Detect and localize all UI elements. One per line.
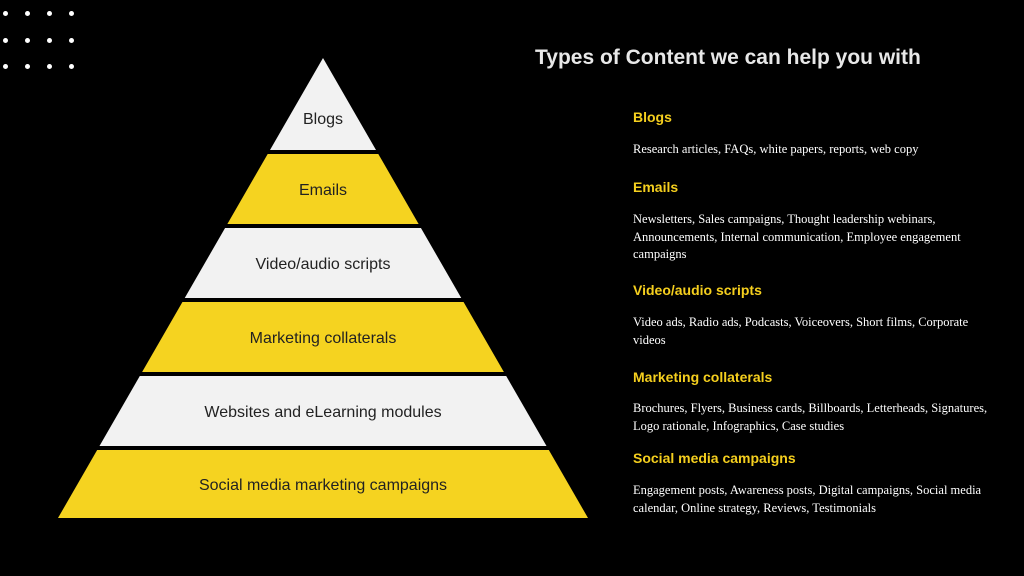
- decorative-dot: [46, 37, 52, 43]
- pyramid-tier-social-media-campaigns: [58, 450, 588, 518]
- item-title-blogs: Blogs: [633, 109, 672, 125]
- pyramid-label-social-media-campaigns: Social media marketing campaigns: [199, 477, 447, 494]
- decorative-dot: [2, 10, 8, 16]
- pyramid-label-marketing-collaterals: Marketing collaterals: [250, 330, 397, 347]
- pyramid-label-blogs: Blogs: [303, 111, 343, 128]
- item-description-marketing-collaterals: Brochures, Flyers, Business cards, Billb…: [633, 401, 988, 433]
- decorative-dot: [68, 37, 74, 43]
- item-title-video-audio-scripts: Video/audio scripts: [633, 282, 762, 298]
- decorative-dot: [2, 37, 8, 43]
- item-title-emails: Emails: [633, 179, 679, 195]
- decorative-dot: [46, 10, 52, 16]
- decorative-dot: [46, 63, 52, 69]
- decorative-dot: [24, 63, 30, 69]
- item-title-marketing-collaterals: Marketing collaterals: [633, 369, 773, 385]
- pyramid-tier-websites-elearning: [99, 376, 547, 446]
- item-title-social-media-campaigns: Social media campaigns: [633, 450, 796, 466]
- pyramid-tier-video-audio-scripts: [184, 228, 462, 298]
- item-description-social-media-campaigns: Engagement posts, Awareness posts, Digit…: [633, 483, 982, 515]
- decorative-dot: [24, 37, 30, 43]
- item-description-video-audio-scripts: Video ads, Radio ads, Podcasts, Voiceove…: [633, 315, 969, 347]
- pyramid-tier-blogs: [270, 58, 376, 150]
- decorative-dot: [68, 10, 74, 16]
- decorative-dot: [24, 10, 30, 16]
- pyramid-tier-marketing-collaterals: [142, 302, 504, 372]
- pyramid-label-video-audio-scripts: Video/audio scripts: [256, 256, 391, 273]
- decorative-dot: [68, 63, 74, 69]
- pyramid-label-emails: Emails: [299, 182, 347, 199]
- item-description-emails: Newsletters, Sales campaigns, Thought le…: [633, 212, 961, 261]
- item-description-blogs: Research articles, FAQs, white papers, r…: [633, 142, 919, 156]
- pyramid-tier-emails: [227, 154, 419, 224]
- decorative-dot: [2, 63, 8, 69]
- page-title: Types of Content we can help you with: [535, 46, 921, 69]
- pyramid-label-websites-elearning: Websites and eLearning modules: [204, 404, 441, 421]
